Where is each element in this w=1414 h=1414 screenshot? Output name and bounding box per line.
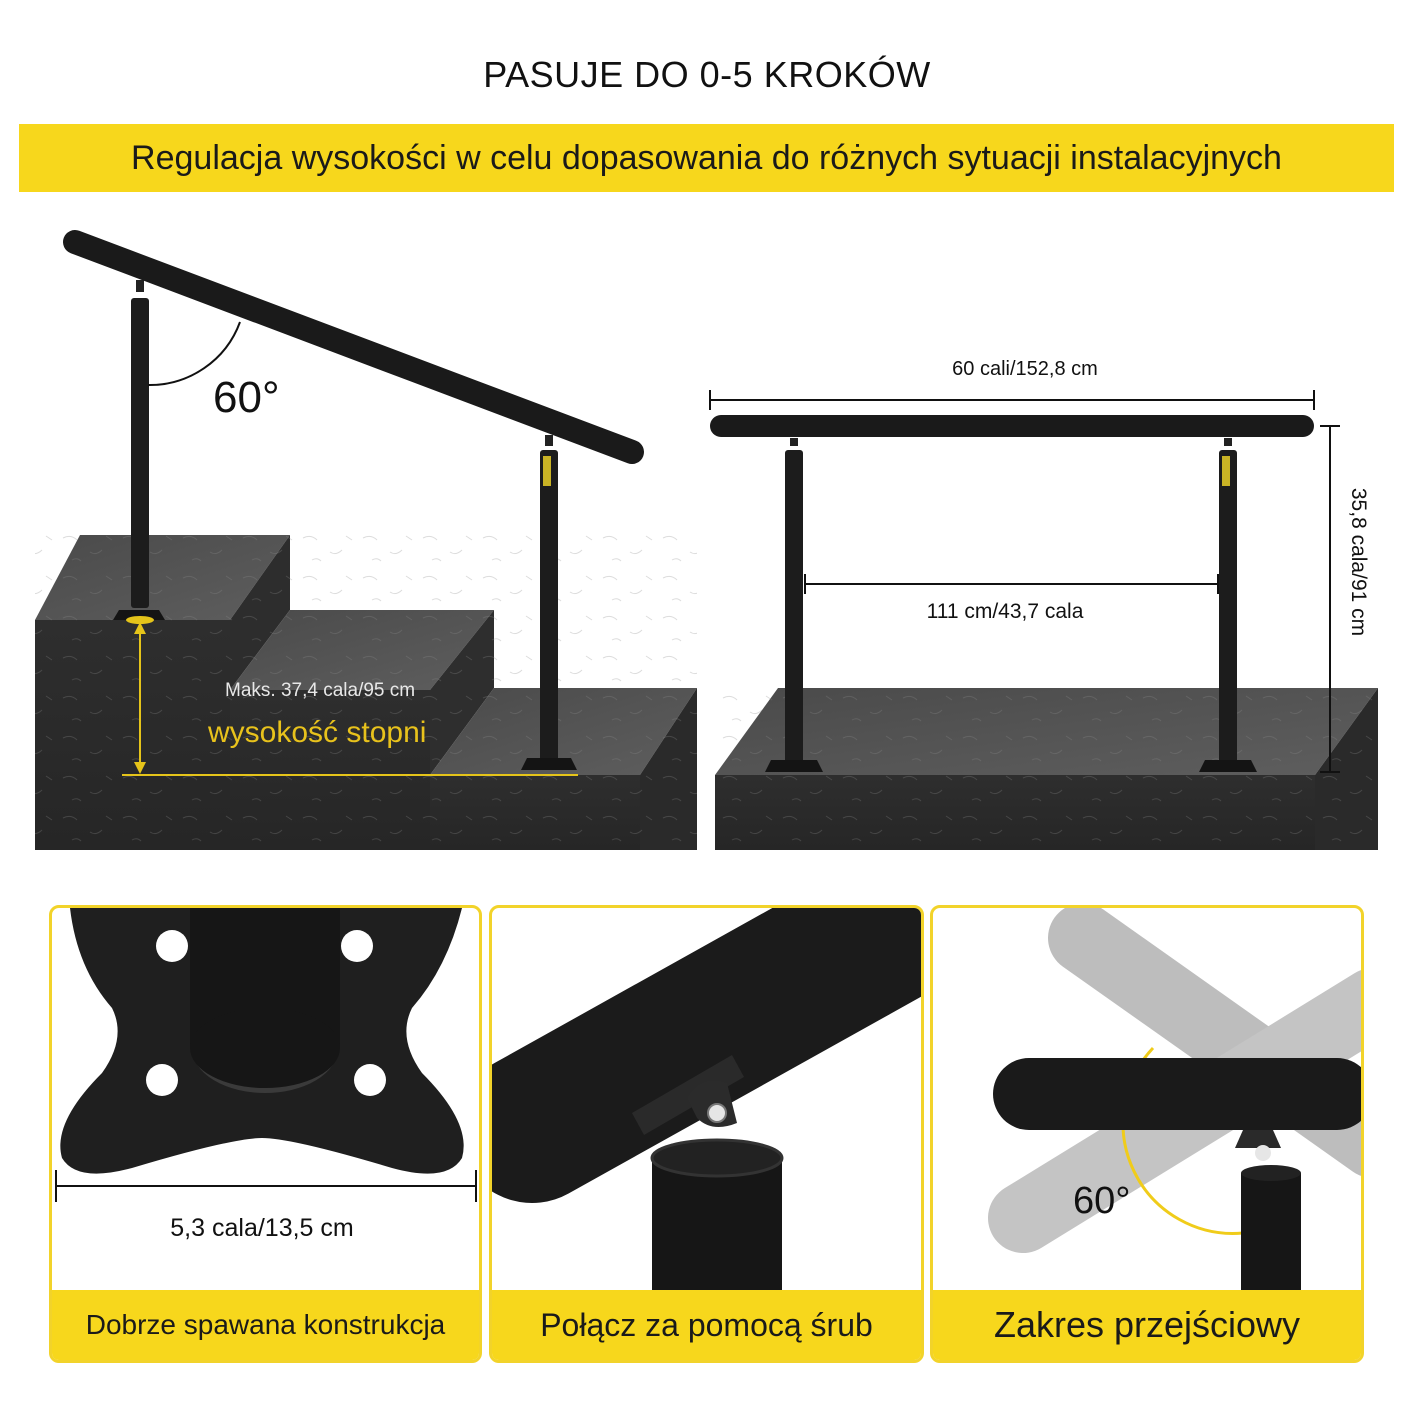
feature-banner: Regulacja wysokości w celu dopasowania d… [19, 124, 1394, 192]
right-handrail [710, 415, 1314, 772]
bolt-joint-illustration [492, 908, 921, 1298]
angle-label: 60° [213, 373, 280, 422]
installation-diagrams: 60° Maks. 37,4 cala/95 cm wysokość stopn… [35, 230, 1378, 850]
caption-bolts: Połącz za pomocą śrub [492, 1290, 921, 1360]
range-angle-label: 60° [1073, 1180, 1130, 1222]
banner-text: Regulacja wysokości w celu dopasowania d… [131, 138, 1282, 177]
base-plate-illustration: 5,3 cala/13,5 cm [55, 908, 477, 1242]
platform-diagram [715, 688, 1378, 850]
width-dimension [709, 390, 1315, 410]
width-label: 60 cali/152,8 cm [952, 358, 1098, 380]
spacing-label: 111 cm/43,7 cala [927, 600, 1084, 623]
max-height-label: Maks. 37,4 cala/95 cm [225, 680, 415, 701]
caption-welded: Dobrze spawana konstrukcja [52, 1290, 479, 1360]
caption-transition: Zakres przejściowy [933, 1290, 1361, 1360]
page-title: PASUJE DO 0-5 KROKÓW [483, 54, 931, 95]
height-label: 35,8 cala/91 cm [1347, 488, 1370, 636]
caption-bolts-text: Połącz za pomocą śrub [540, 1306, 873, 1343]
card-transition-range: 60° Zakres przejściowy [930, 905, 1364, 1363]
spacing-dimension [804, 574, 1219, 594]
left-handrail [63, 230, 644, 770]
transition-range-illustration: 60° [988, 908, 1361, 1298]
caption-welded-text: Dobrze spawana konstrukcja [85, 1309, 446, 1340]
caption-transition-text: Zakres przejściowy [993, 1304, 1301, 1345]
card-bolt-joint: Połącz za pomocą śrub [489, 905, 924, 1363]
step-height-dimension [122, 616, 578, 776]
card-welded-base: 5,3 cala/13,5 cm Dobrze spawana konstruk… [49, 905, 482, 1363]
step-height-label: wysokość stopni [207, 716, 426, 749]
base-width-label: 5,3 cala/13,5 cm [170, 1214, 353, 1242]
height-dimension [1320, 425, 1340, 773]
